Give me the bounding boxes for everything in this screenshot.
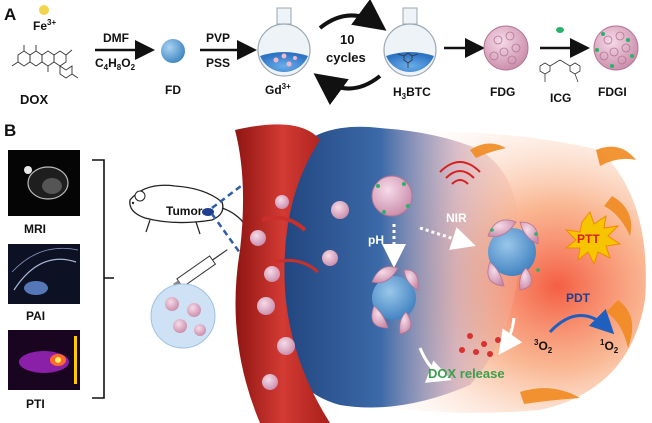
mri-image: [8, 150, 80, 216]
dox-label: DOX: [20, 92, 49, 107]
heat-fragments: [470, 143, 636, 404]
blood-vessel: [235, 124, 330, 423]
pdt-arrow: [548, 308, 615, 335]
ptt-burst-icon: [564, 210, 622, 266]
fdgi-in-tumor: [371, 175, 413, 217]
singlet-oxygen-label: 1O2: [600, 338, 619, 355]
imaging-bracket: [92, 159, 114, 399]
cycles-number: 10: [340, 32, 354, 47]
cycles-word: cycles: [326, 50, 366, 65]
degraded-particle-nir: [487, 219, 540, 291]
fd-sphere-icon: [161, 39, 185, 63]
ptt-label: PTT: [577, 232, 600, 246]
ph-label: pH: [368, 233, 384, 247]
pdt-label: PDT: [566, 291, 591, 305]
degraded-particle-ph: [371, 266, 419, 335]
released-dox-molecules: [459, 333, 501, 357]
pti-label: PTI: [26, 397, 45, 411]
dox-molecule-icon: [11, 45, 79, 79]
dox-release-label: DOX release: [428, 366, 505, 381]
nir-waves-icon: [439, 161, 481, 185]
step2-polymer2-label: PSS: [206, 56, 230, 70]
flask-btc-icon: [383, 7, 437, 77]
pti-image: [8, 330, 80, 390]
release-arrow-right: [498, 317, 523, 355]
step2-polymer-label: PVP: [206, 31, 230, 45]
btc-label: H3BTC: [393, 85, 431, 101]
cycle-arrow-bottom: [313, 73, 382, 106]
icg-molecule-icon: [539, 59, 581, 83]
fdg-label: FDG: [490, 85, 515, 99]
nir-label: NIR: [446, 211, 467, 225]
fdgi-nanoparticle-icon: [593, 25, 639, 71]
fe-label: Fe3+: [33, 18, 56, 33]
nanoparticle-bubble: [150, 283, 216, 349]
mouse-icon: [129, 184, 254, 255]
fdg-nanoparticle-icon: [483, 25, 529, 71]
pai-label: PAI: [26, 309, 45, 323]
fdgi-label: FDGI: [598, 85, 627, 99]
step1-solvent-label: DMF: [103, 31, 129, 45]
gd-label: Gd3+: [265, 82, 291, 97]
release-arrow-left: [418, 347, 452, 383]
fd-label: FD: [165, 83, 181, 97]
fe-ion-icon: [39, 5, 49, 15]
circulating-nanoparticles: [250, 195, 349, 390]
step1-reagent-label: C4H8O2: [95, 56, 136, 72]
triplet-oxygen-label: 3O2: [534, 338, 553, 355]
pai-image: [8, 244, 80, 304]
icg-dot-icon: [556, 27, 564, 33]
vessel-branch-2: [274, 258, 319, 274]
nir-arrow: [419, 226, 476, 250]
icg-label: ICG: [550, 91, 571, 105]
panel-b-letter: B: [4, 121, 16, 140]
panel-a-letter: A: [4, 5, 16, 24]
tumor-label: Tumor: [166, 204, 203, 218]
mri-label: MRI: [24, 222, 46, 236]
flask-gd-icon: [257, 7, 311, 77]
cycle-arrow-top: [318, 0, 387, 31]
vessel-branch-1: [261, 215, 307, 232]
